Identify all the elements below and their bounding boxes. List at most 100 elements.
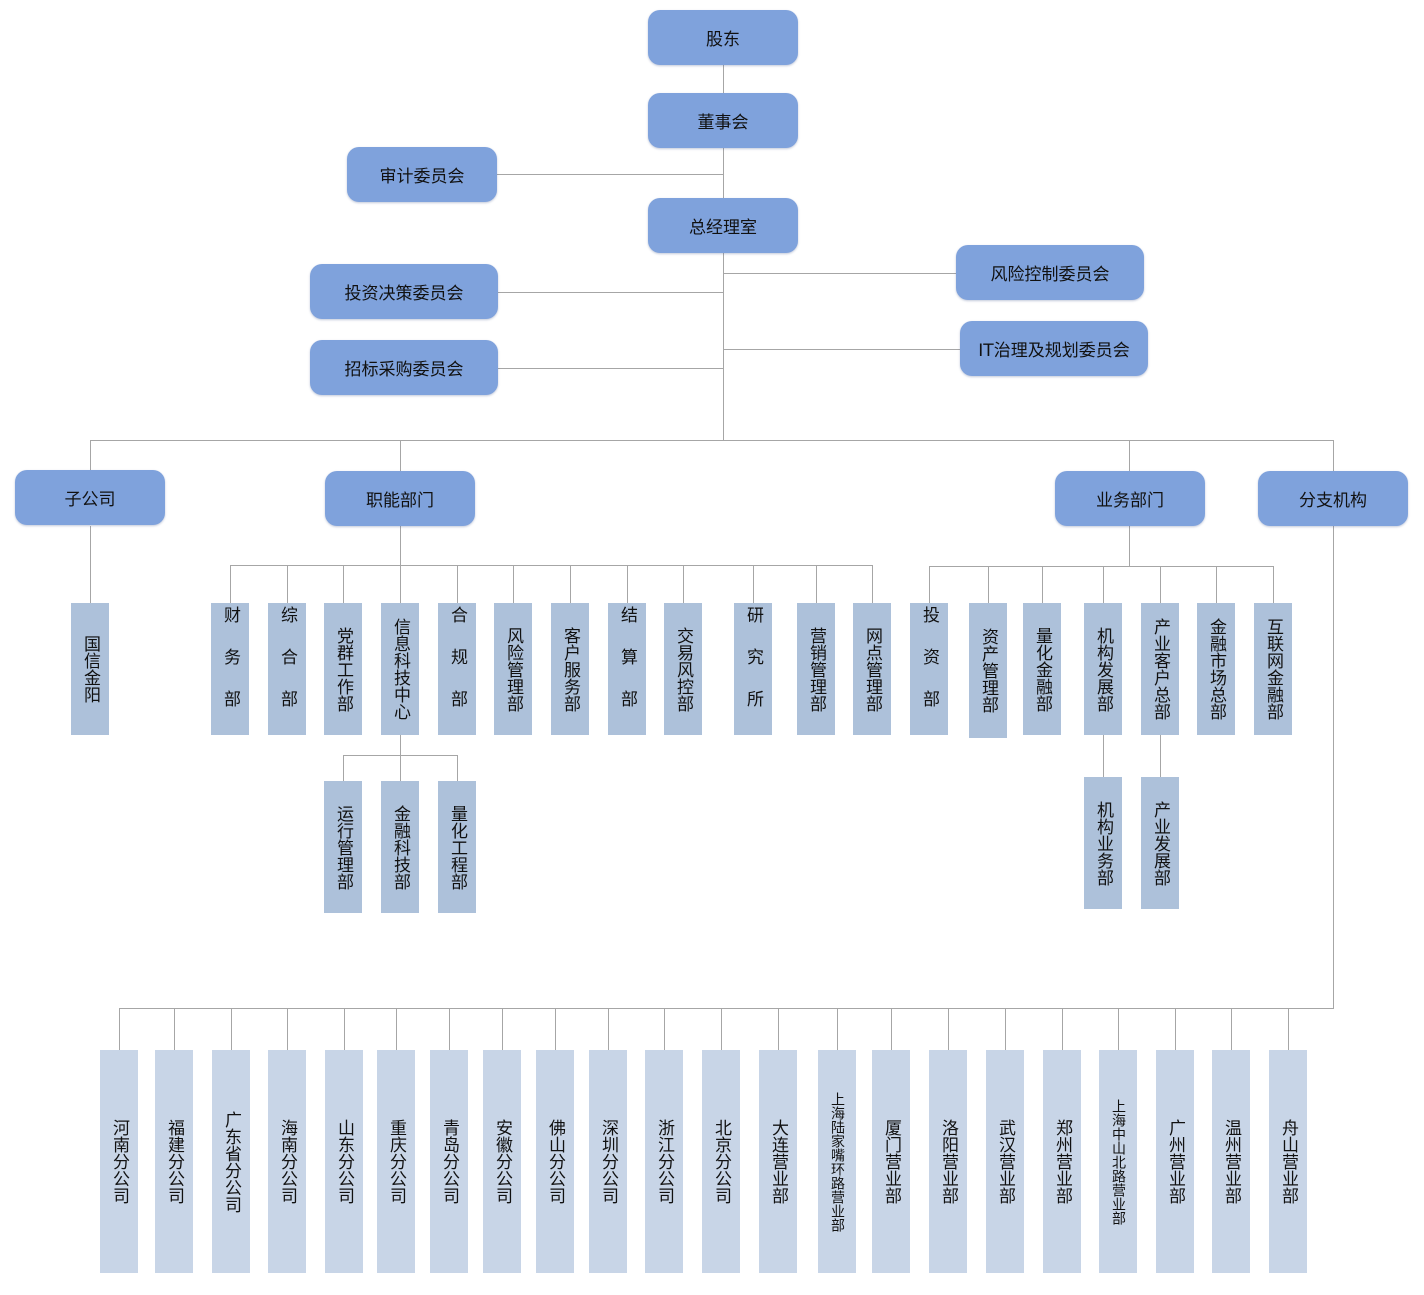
business-department-box: 机构发展部 (1084, 603, 1122, 735)
gm-office-box: 总经理室 (648, 198, 798, 253)
connector-line (1005, 1008, 1006, 1050)
branch-box: 厦门营业部 (872, 1050, 910, 1273)
connector-line (502, 1008, 503, 1050)
level-line (90, 440, 1334, 441)
business-department-box: 产业客户总部 (1141, 603, 1179, 735)
connector-line (344, 1008, 345, 1050)
business-department-box: 资产管理部 (969, 603, 1007, 738)
branch-box: 舟山营业部 (1269, 1050, 1307, 1273)
branch-box: 青岛分公司 (430, 1050, 468, 1273)
branch-box: 福建分公司 (155, 1050, 193, 1273)
branch-box: 武汉营业部 (986, 1050, 1024, 1273)
connector-line (231, 1008, 232, 1050)
connector-line (1042, 566, 1043, 604)
connector-line (457, 755, 458, 781)
investment-committee-box: 投资决策委员会 (310, 264, 498, 319)
connector-line (449, 1008, 450, 1050)
connector-line (400, 526, 401, 565)
branch-box: 大连营业部 (759, 1050, 797, 1273)
branch-box: 浙江分公司 (645, 1050, 683, 1273)
branch-box: 温州营业部 (1212, 1050, 1250, 1273)
connector-line (119, 1008, 120, 1050)
connector-line (948, 1008, 949, 1050)
branch-box: 洛阳营业部 (929, 1050, 967, 1273)
connector-line (287, 565, 288, 603)
branch-box: 山东分公司 (325, 1050, 363, 1273)
functional-department-box: 研究所 (734, 603, 772, 735)
branch-box: 河南分公司 (100, 1050, 138, 1273)
branch-box: 广东省分公司 (212, 1050, 250, 1273)
connector-line (683, 565, 684, 603)
connector-line (555, 1008, 556, 1050)
functional-department-box: 综合部 (268, 603, 306, 735)
functional-department-box: 客户服务部 (551, 603, 589, 735)
connector-line (723, 273, 956, 274)
institutional-subunit-box: 机构业务部 (1084, 777, 1122, 909)
subsidiaries-box: 子公司 (15, 470, 165, 525)
business-department-box: 金融市场总部 (1197, 603, 1235, 735)
industrial-subunit-box: 产业发展部 (1141, 777, 1179, 909)
connector-line (119, 1008, 1334, 1009)
functional-department-box: 交易风控部 (664, 603, 702, 735)
branch-box: 安徽分公司 (483, 1050, 521, 1273)
board-box: 董事会 (648, 93, 798, 148)
it-subunit-box: 量化工程部 (438, 781, 476, 913)
connector-line (396, 1008, 397, 1050)
connector-line (400, 755, 401, 781)
connector-line (90, 440, 91, 471)
it-committee-box: IT治理及规划委员会 (960, 321, 1148, 376)
connector-line (1129, 526, 1130, 566)
connector-line (497, 292, 723, 293)
trunk-line (723, 65, 724, 441)
functional-department-box: 结算部 (608, 603, 646, 735)
connector-line (1288, 1008, 1289, 1050)
functional-department-box: 风险管理部 (494, 603, 532, 735)
connector-line (287, 1008, 288, 1050)
branch-box: 海南分公司 (268, 1050, 306, 1273)
connector-line (664, 1008, 665, 1050)
connector-line (627, 565, 628, 603)
audit-committee-box: 审计委员会 (347, 147, 497, 202)
connector-line (1216, 566, 1217, 604)
subsidiary-box: 国信金阳 (71, 603, 109, 735)
functional-department-box: 营销管理部 (797, 603, 835, 735)
business-departments-box: 业务部门 (1055, 471, 1205, 526)
functional-department-box: 信息科技中心 (381, 603, 419, 735)
connector-line (1231, 1008, 1232, 1050)
branch-box: 上海陆家嘴环路营业部 (818, 1050, 856, 1273)
functional-department-box: 网点管理部 (853, 603, 891, 735)
shareholders-box: 股东 (648, 10, 798, 65)
it-subunit-box: 运行管理部 (324, 781, 362, 913)
connector-line (753, 565, 754, 603)
connector-line (816, 565, 817, 603)
connector-line (608, 1008, 609, 1050)
branches-box: 分支机构 (1258, 471, 1408, 526)
connector-line (723, 349, 960, 350)
connector-line (929, 566, 930, 604)
connector-line (872, 565, 873, 603)
connector-line (230, 565, 873, 566)
connector-line (988, 566, 989, 604)
connector-line (343, 755, 344, 781)
functional-departments-box: 职能部门 (325, 471, 475, 526)
business-department-box: 量化金融部 (1023, 603, 1061, 735)
connector-line (891, 1008, 892, 1050)
branch-box: 广州营业部 (1156, 1050, 1194, 1273)
branch-box: 郑州营业部 (1043, 1050, 1081, 1273)
connector-line (721, 1008, 722, 1050)
functional-department-box: 党群工作部 (324, 603, 362, 735)
connector-line (400, 735, 401, 755)
connector-line (1160, 735, 1161, 777)
connector-line (230, 565, 231, 603)
connector-line (929, 566, 1274, 567)
connector-line (513, 565, 514, 603)
functional-department-box: 财务部 (211, 603, 249, 735)
connector-line (400, 440, 401, 471)
connector-line (1118, 1008, 1119, 1050)
connector-line (1333, 526, 1334, 1008)
procurement-committee-box: 招标采购委员会 (310, 340, 498, 395)
connector-line (497, 174, 723, 175)
connector-line (90, 526, 91, 603)
risk-control-committee-box: 风险控制委员会 (956, 245, 1144, 300)
connector-line (1103, 735, 1104, 777)
